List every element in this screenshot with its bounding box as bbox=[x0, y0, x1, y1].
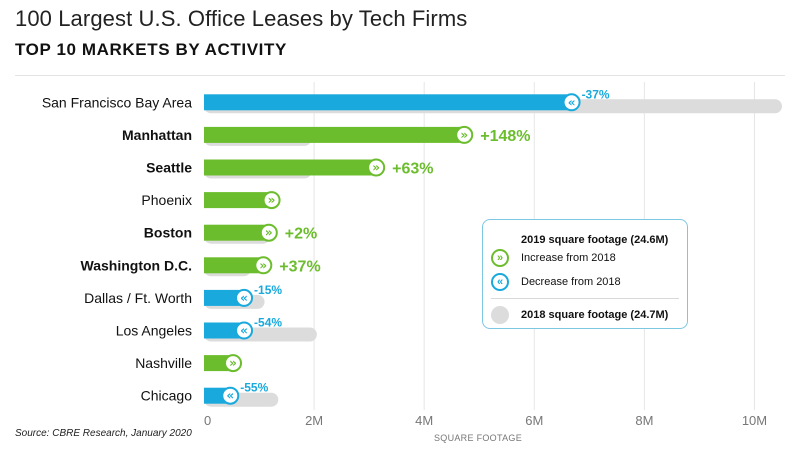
header-divider bbox=[15, 75, 785, 76]
legend-item-increase: » Increase from 2018 bbox=[491, 249, 616, 267]
category-label: Los Angeles bbox=[116, 323, 192, 339]
chevron-glyph: « bbox=[568, 95, 576, 109]
chevron-glyph: » bbox=[460, 128, 468, 142]
increase-chevron-icon bbox=[367, 158, 386, 177]
category-label: Seattle bbox=[146, 160, 192, 176]
bar-2019 bbox=[204, 192, 276, 209]
x-tick-label: 6M bbox=[525, 413, 543, 428]
legend: 2019 square footage (24.6M) » Increase f… bbox=[482, 219, 688, 329]
x-tick-label: 4M bbox=[415, 413, 433, 428]
increase-chevron-icon bbox=[224, 354, 243, 373]
category-label: Boston bbox=[144, 225, 192, 241]
chart-title: 100 Largest U.S. Office Leases by Tech F… bbox=[15, 6, 468, 31]
bar-2019 bbox=[204, 126, 469, 143]
legend-prior-label: 2018 square footage (24.7M) bbox=[521, 309, 669, 321]
decrease-chevron-icon: « bbox=[491, 273, 509, 291]
decrease-chevron-icon bbox=[562, 93, 581, 112]
x-tick-label: 8M bbox=[635, 413, 653, 428]
change-label: +37% bbox=[279, 258, 320, 275]
category-label: Dallas / Ft. Worth bbox=[84, 290, 192, 306]
bar-2019 bbox=[204, 94, 576, 111]
chevron-glyph: « bbox=[240, 324, 248, 338]
category-label: Chicago bbox=[141, 388, 193, 404]
increase-chevron-icon bbox=[259, 223, 278, 242]
change-label: -55% bbox=[240, 381, 268, 395]
change-label: +63% bbox=[392, 161, 433, 178]
category-label: San Francisco Bay Area bbox=[42, 94, 192, 110]
chevron-glyph: « bbox=[240, 291, 248, 305]
chevron-glyph: « bbox=[226, 389, 234, 403]
bar-2019 bbox=[204, 159, 381, 176]
source-note: Source: CBRE Research, January 2020 bbox=[15, 428, 192, 439]
legend-grey-swatch bbox=[491, 306, 509, 324]
legend-increase-label: Increase from 2018 bbox=[521, 252, 616, 264]
decrease-chevron-icon bbox=[221, 386, 240, 405]
change-label: +2% bbox=[285, 226, 317, 243]
chevron-glyph: » bbox=[265, 226, 273, 240]
category-label: Manhattan bbox=[122, 127, 192, 143]
legend-item-2018: 2018 square footage (24.7M) bbox=[491, 306, 668, 324]
change-label: -15% bbox=[254, 283, 282, 297]
chart-subtitle: TOP 10 MARKETS BY ACTIVITY bbox=[15, 40, 287, 59]
legend-item-2019: 2019 square footage (24.6M) bbox=[491, 231, 668, 249]
x-tick-label: 0 bbox=[204, 413, 211, 428]
legend-divider bbox=[491, 298, 679, 299]
x-tick-label: 10M bbox=[742, 413, 767, 428]
category-label: Nashville bbox=[135, 355, 192, 371]
x-tick-label: 2M bbox=[305, 413, 323, 428]
bar-2019 bbox=[204, 257, 268, 274]
chevron-glyph: » bbox=[259, 258, 267, 272]
chevron-glyph: » bbox=[229, 356, 237, 370]
x-axis-label: SQUARE FOOTAGE bbox=[434, 433, 522, 443]
bar-2019 bbox=[204, 224, 273, 241]
category-label: Phoenix bbox=[141, 192, 192, 208]
chevron-glyph: » bbox=[372, 161, 380, 175]
legend-item-decrease: « Decrease from 2018 bbox=[491, 273, 621, 291]
change-label: -37% bbox=[582, 87, 610, 101]
increase-chevron-icon: » bbox=[491, 249, 509, 267]
legend-blank-swatch bbox=[491, 231, 509, 249]
increase-chevron-icon bbox=[262, 191, 281, 210]
change-label: -54% bbox=[254, 316, 282, 330]
increase-chevron-icon bbox=[455, 125, 474, 144]
category-label: Washington D.C. bbox=[81, 257, 192, 273]
change-label: +148% bbox=[480, 128, 530, 145]
legend-title: 2019 square footage (24.6M) bbox=[521, 234, 669, 246]
decrease-chevron-icon bbox=[235, 288, 254, 307]
decrease-chevron-icon bbox=[235, 321, 254, 340]
increase-chevron-icon bbox=[254, 256, 273, 275]
chevron-glyph: » bbox=[268, 193, 276, 207]
legend-decrease-label: Decrease from 2018 bbox=[521, 276, 621, 288]
